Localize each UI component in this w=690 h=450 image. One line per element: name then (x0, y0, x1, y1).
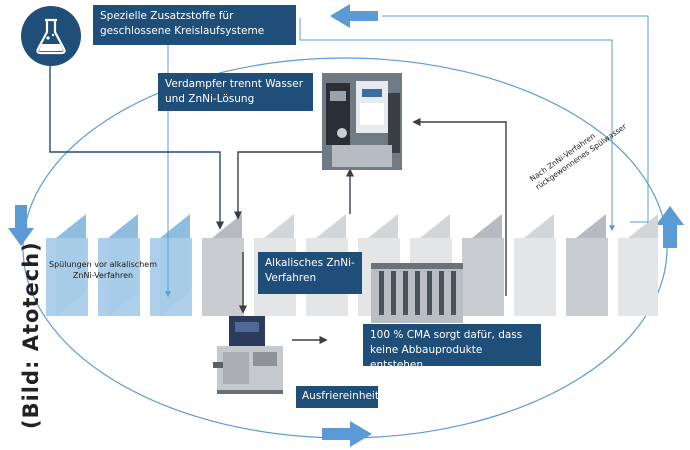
alkaline-process-text: Alkalisches ZnNi-Verfahren (265, 257, 355, 284)
cycle-arrow-right-icon (656, 206, 684, 248)
cma-box: 100 % CMA sorgt dafür, dass keine Abbaup… (363, 324, 541, 371)
evaporator-return-line (233, 151, 322, 220)
additives-box: Spezielle Zusatzstoffe für geschlossene … (93, 5, 296, 45)
cycle-arrow-left-icon (8, 205, 34, 246)
recovered-water-line (382, 15, 649, 223)
image-credit: (Bild: Atotech) (19, 241, 43, 429)
cycle-arrow-top-icon (330, 4, 378, 28)
freezing-unit-photo (207, 312, 291, 396)
cycle-arrow-bottom-icon (322, 421, 372, 447)
tank-10 (514, 214, 556, 316)
tank-9 (462, 214, 504, 316)
freezing-unit-text: Ausfriereinheit (302, 390, 379, 402)
evaporator-photo (322, 73, 402, 170)
evaporator-text: Verdampfer trennt Wasser und ZnNi-Lösung (165, 78, 304, 105)
evaporator-feed-line (412, 117, 507, 296)
additive-line-right (299, 18, 615, 232)
evaporator-box: Verdampfer trennt Wasser und ZnNi-Lösung (158, 73, 313, 111)
cma-text: 100 % CMA sorgt dafür, dass keine Abbaup… (370, 329, 523, 371)
lab-feed-line (49, 66, 225, 230)
tank-11 (566, 214, 608, 316)
freezing-unit-box: Ausfriereinheit (296, 386, 379, 408)
rinse-text: Spülungen vor alkalischem ZnNi-Verfahren (49, 260, 157, 280)
rack-photo (371, 263, 463, 323)
tank-12 (618, 214, 658, 316)
tank-1 (46, 214, 88, 316)
flask-icon (36, 18, 66, 55)
lab-icon-circle (21, 6, 81, 66)
tank-4 (202, 214, 244, 316)
tank-2 (98, 214, 140, 316)
image-credit-text: (Bild: Atotech) (19, 241, 43, 429)
alkaline-process-box: Alkalisches ZnNi-Verfahren (258, 252, 362, 294)
additives-text: Spezielle Zusatzstoffe für geschlossene … (100, 10, 265, 37)
rinse-label: Spülungen vor alkalischem ZnNi-Verfahren (48, 259, 158, 281)
